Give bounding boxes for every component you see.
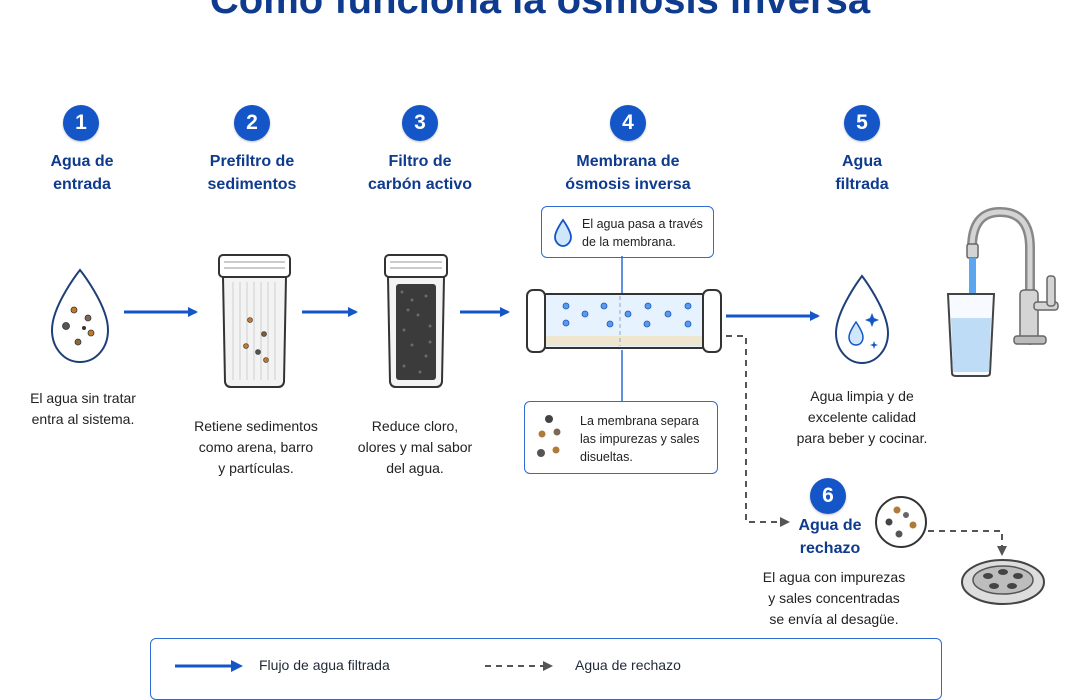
step-5-badge: 5 (844, 105, 880, 141)
drain-flow-arrow (928, 530, 1007, 556)
step-1-badge: 1 (63, 105, 99, 141)
step-4-title: Membrana de ósmosis inversa (565, 153, 691, 193)
legend-filtered-label: Flujo de agua filtrada (259, 657, 390, 673)
clean-drop-icon (834, 274, 890, 365)
step-2-description: Retiene sedimentos como arena, barro y p… (194, 418, 318, 476)
step-1-title: Agua de entrada (50, 153, 114, 193)
step-3-title: Filtro de carbón activo (367, 153, 473, 193)
step-2-title: Prefiltro de sedimentos (207, 153, 297, 193)
step-3-description: Reduce cloro, olores y mal sabor del agu… (357, 418, 473, 476)
reject-flow-arrow (726, 335, 790, 527)
step-5-description: Agua limpia y de excelente calidad para … (796, 388, 928, 446)
membrane-icon (526, 289, 722, 353)
step-5-title: Agua filtrada (835, 153, 889, 193)
step-2-badge: 2 (234, 105, 270, 141)
carbon-filter-icon (384, 254, 448, 388)
membrane-note-top-text: El agua pasa a través de la membrana. (582, 217, 703, 249)
sediment-filter-icon (218, 254, 291, 388)
step-6-title: Agua de rechazo (798, 517, 862, 557)
glass-icon (946, 293, 996, 377)
note-drop-icon (554, 218, 572, 247)
membrane-note-bottom-text: La membrana separa las impurezas y sales… (580, 414, 700, 464)
impurity-dots-icon (537, 415, 561, 457)
step-1-description: El agua sin tratar entra al sistema. (30, 390, 136, 427)
legend-filtered-arrow (175, 660, 243, 672)
impurities-icon (875, 496, 927, 548)
faucet-icon (966, 206, 1059, 345)
membrane-note-bottom (524, 401, 718, 474)
legend-reject-label: Agua de rechazo (575, 657, 681, 673)
page-title: Cómo funciona la ósmosis inversa (209, 0, 871, 22)
step-6-badge: 6 (810, 478, 846, 514)
drain-icon (961, 559, 1045, 605)
step-4-badge: 4 (610, 105, 646, 141)
legend: Flujo de agua filtrada Agua de rechazo (150, 638, 942, 700)
diagram-graphics (50, 206, 1059, 605)
step-6-description: El agua con impurezas y sales concentrad… (762, 569, 906, 627)
water-drop-icon (50, 268, 110, 364)
legend-reject-arrow (485, 661, 553, 671)
step-3-badge: 3 (402, 105, 438, 141)
